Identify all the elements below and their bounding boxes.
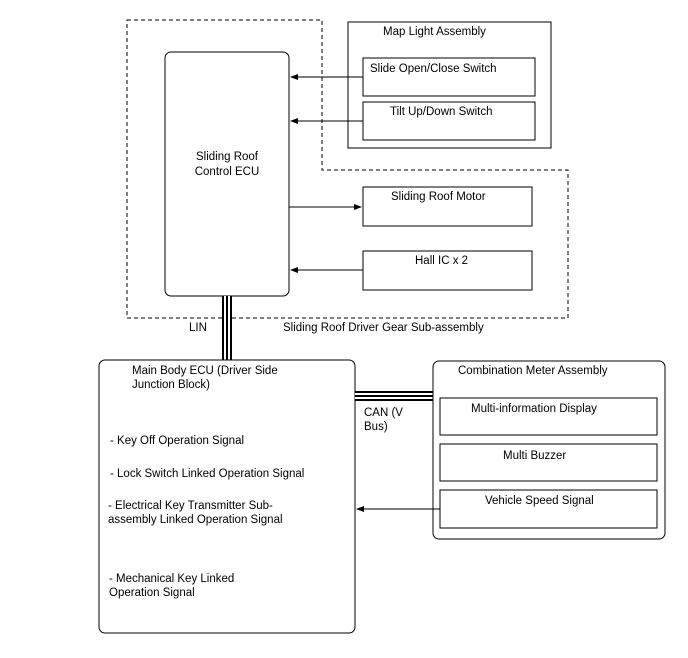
sliding-roof-motor-label: Sliding Roof Motor <box>391 191 486 203</box>
can-label-line1: CAN (V <box>364 407 403 419</box>
map-light-assembly-title: Map Light Assembly <box>383 26 486 38</box>
signal-electrical-key-line2: assembly Linked Operation Signal <box>108 514 283 526</box>
main-body-ecu-title-line1: Main Body ECU (Driver Side <box>132 365 278 377</box>
signal-electrical-key-line1: - Electrical Key Transmitter Sub- <box>108 500 273 512</box>
multi-buzzer-label: Multi Buzzer <box>503 450 566 462</box>
driver-gear-subassembly-outline <box>126 19 569 319</box>
multi-info-display-label: Multi-information Display <box>471 403 597 415</box>
main-body-ecu-box <box>98 359 356 634</box>
slide-switch-label: Slide Open/Close Switch <box>370 63 497 75</box>
ecu-label-line1: Sliding Roof <box>196 151 259 163</box>
can-label-line2: Bus) <box>364 421 388 433</box>
signal-mechanical-key-line2: Operation Signal <box>109 587 195 599</box>
combination-meter-title: Combination Meter Assembly <box>458 365 608 377</box>
combination-meter-box <box>432 360 666 540</box>
can-bus-lines <box>355 391 433 401</box>
map-light-assembly-box <box>347 21 552 149</box>
multi-buzzer-box <box>439 443 658 482</box>
multi-info-display-box <box>439 397 658 436</box>
signal-mechanical-key-line1: - Mechanical Key Linked <box>109 573 234 585</box>
vehicle-speed-signal-label: Vehicle Speed Signal <box>485 495 594 507</box>
main-body-ecu-title-line2: Junction Block) <box>132 379 210 391</box>
driver-gear-subassembly-label: Sliding Roof Driver Gear Sub-assembly <box>283 322 484 334</box>
signal-lock-switch: - Lock Switch Linked Operation Signal <box>110 468 304 480</box>
lin-label: LIN <box>189 322 207 334</box>
ecu-label-line2: Control ECU <box>195 166 260 178</box>
sliding-roof-motor-box <box>362 186 533 227</box>
lin-bus-lines <box>222 296 232 360</box>
hall-ic-label: Hall IC x 2 <box>415 255 468 267</box>
signal-key-off: - Key Off Operation Signal <box>110 435 244 447</box>
tilt-switch-label: Tilt Up/Down Switch <box>390 106 492 118</box>
